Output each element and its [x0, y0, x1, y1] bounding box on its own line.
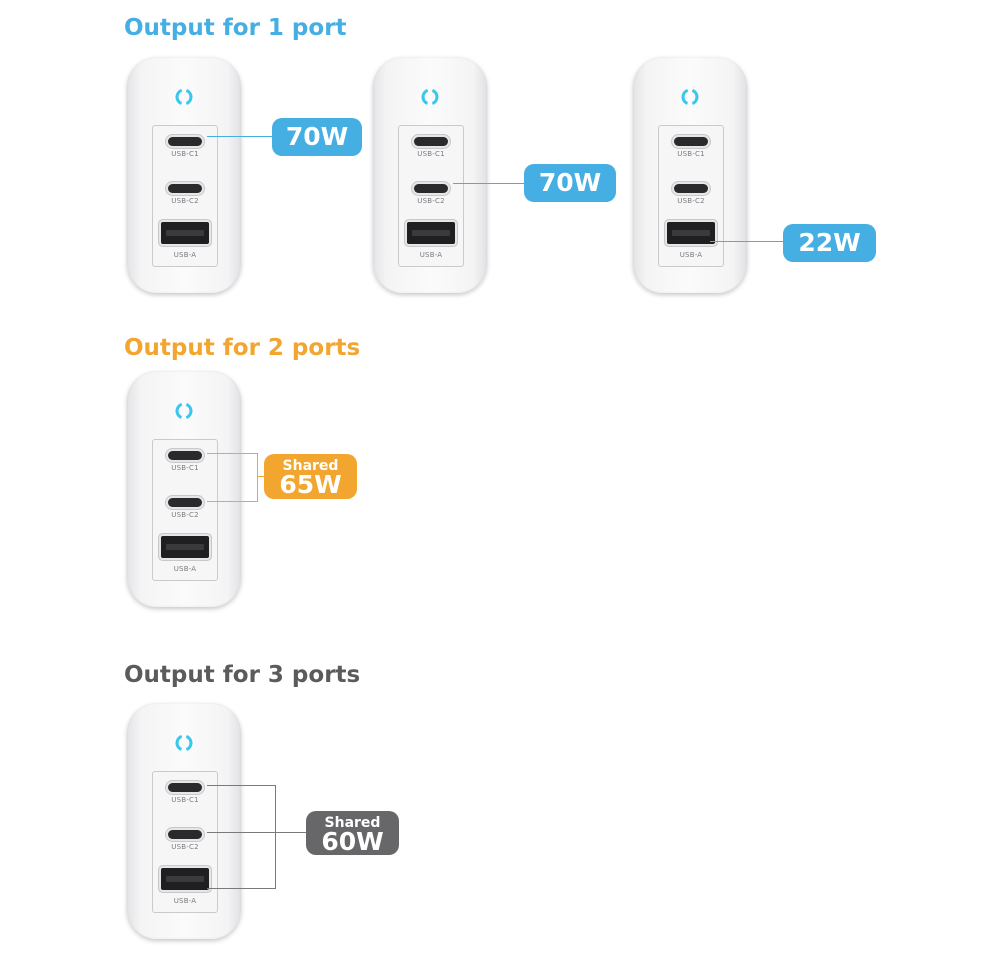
charger-2-ports: USB-C1 USB-C2 USB-A: [127, 371, 241, 607]
bracket-line-stub: [275, 832, 307, 833]
power-ring-icon: [421, 88, 439, 106]
port-panel: USB-C1 USB-C2 USB-A: [152, 439, 218, 581]
usb-c1-port: [674, 137, 708, 146]
power-ring-icon: [175, 402, 193, 420]
connector-line: [207, 136, 273, 137]
output-badge-usb-a: 22W: [783, 224, 876, 262]
bracket-line-a: [207, 888, 276, 889]
usb-c2-port: [168, 830, 202, 839]
bracket-line-c2: [207, 501, 258, 502]
port-panel: USB-C1 USB-C2 USB-A: [398, 125, 464, 267]
badge-caption: Shared: [282, 458, 339, 474]
usb-c2-label: USB-C2: [171, 843, 199, 851]
bracket-line-vertical: [275, 785, 276, 889]
usb-a-label: USB-A: [679, 251, 703, 259]
usb-a-port: [407, 222, 455, 244]
power-ring-icon: [175, 734, 193, 752]
bracket-line-vertical: [257, 453, 258, 502]
section-title-2-ports: Output for 2 ports: [124, 335, 361, 361]
charger-1-port-c2: USB-C1 USB-C2 USB-A: [373, 57, 487, 293]
usb-c1-port: [168, 783, 202, 792]
bracket-line-c1: [207, 785, 276, 786]
shared-output-badge-2-ports: Shared 65W: [264, 454, 357, 499]
usb-a-label: USB-A: [419, 251, 443, 259]
usb-c1-label: USB-C1: [677, 150, 705, 158]
usb-a-label: USB-A: [173, 897, 197, 905]
usb-c2-port: [168, 184, 202, 193]
badge-caption: Shared: [324, 815, 381, 831]
output-badge-usb-c2: 70W: [524, 164, 616, 202]
usb-c2-label: USB-C2: [677, 197, 705, 205]
charger-1-port-a: USB-C1 USB-C2 USB-A: [633, 57, 747, 293]
power-ring-icon: [175, 88, 193, 106]
charger-3-ports: USB-C1 USB-C2 USB-A: [127, 703, 241, 939]
usb-c2-port: [414, 184, 448, 193]
usb-c1-port: [414, 137, 448, 146]
usb-c1-label: USB-C1: [171, 150, 199, 158]
port-panel: USB-C1 USB-C2 USB-A: [152, 125, 218, 267]
shared-output-badge-3-ports: Shared 60W: [306, 811, 399, 855]
usb-c2-label: USB-C2: [171, 197, 199, 205]
connector-line: [453, 183, 525, 184]
port-panel: USB-C1 USB-C2 USB-A: [152, 771, 218, 913]
charger-1-port-c1: USB-C1 USB-C2 USB-A: [127, 57, 241, 293]
usb-a-port: [161, 222, 209, 244]
usb-c2-port: [168, 498, 202, 507]
usb-c1-port: [168, 137, 202, 146]
usb-c1-label: USB-C1: [171, 464, 199, 472]
usb-c2-label: USB-C2: [417, 197, 445, 205]
usb-a-label: USB-A: [173, 251, 197, 259]
power-ring-icon: [681, 88, 699, 106]
bracket-line-c1: [207, 453, 258, 454]
output-badge-usb-c1: 70W: [272, 118, 362, 156]
bracket-line-c2: [207, 832, 276, 833]
section-title-3-ports: Output for 3 ports: [124, 662, 361, 688]
usb-c2-label: USB-C2: [171, 511, 199, 519]
badge-value: 65W: [279, 470, 342, 499]
badge-value: 60W: [321, 827, 384, 856]
usb-c1-label: USB-C1: [171, 796, 199, 804]
section-title-1-port: Output for 1 port: [124, 15, 347, 41]
usb-a-label: USB-A: [173, 565, 197, 573]
connector-line: [710, 241, 784, 242]
usb-a-port: [161, 536, 209, 558]
usb-c1-label: USB-C1: [417, 150, 445, 158]
bracket-line-stub: [257, 476, 265, 477]
usb-c1-port: [168, 451, 202, 460]
usb-a-port: [667, 222, 715, 244]
usb-c2-port: [674, 184, 708, 193]
port-panel: USB-C1 USB-C2 USB-A: [658, 125, 724, 267]
usb-a-port: [161, 868, 209, 890]
